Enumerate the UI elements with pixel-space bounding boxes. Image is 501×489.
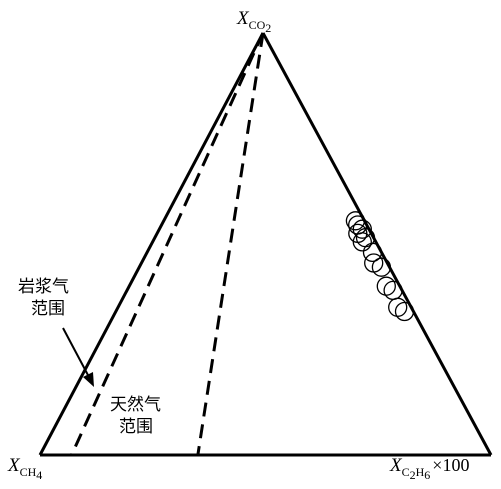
data-point <box>376 276 396 296</box>
apex-label-co2: XCO2 <box>236 8 271 35</box>
region-boundary-2 <box>196 32 265 456</box>
natural-gas-label-line1: 天然气 <box>110 395 161 415</box>
data-point <box>371 257 392 277</box>
region-boundary-1 <box>70 32 265 456</box>
magmatic-gas-label-line1: 岩浆气 <box>18 277 69 297</box>
data-point <box>352 219 372 239</box>
magmatic-gas-arrow <box>62 327 94 387</box>
natural-gas-label-line2: 范围 <box>119 417 153 437</box>
magmatic-gas-label-line2: 范围 <box>31 299 65 319</box>
triangle-frame <box>38 32 493 457</box>
data-point <box>394 301 415 322</box>
data-point <box>362 242 383 263</box>
data-point <box>388 297 408 317</box>
apex-label-ch4: XCH4 <box>7 455 42 482</box>
data-point <box>352 232 372 252</box>
data-point <box>383 280 403 301</box>
region-boundaries <box>70 32 265 456</box>
apex-label-c2h6: XC2H6×100 <box>389 455 469 482</box>
left-edge <box>38 32 265 456</box>
data-points <box>345 211 415 322</box>
